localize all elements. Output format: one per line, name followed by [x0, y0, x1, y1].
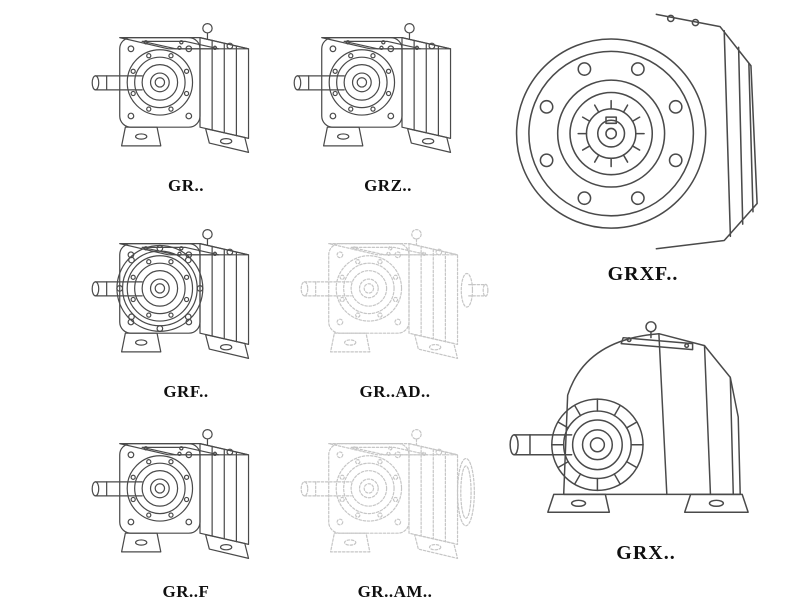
gear-unit-drawing-grz [290, 4, 486, 172]
model-label-gr: GR.. [168, 176, 204, 195]
model-label-grad: GR..AD.. [359, 382, 431, 401]
figure-grxf: GRXF.. [498, 2, 788, 286]
gear-unit-drawing-gr [88, 4, 284, 172]
model-label-grxf: GRXF.. [607, 263, 679, 285]
figure-grad: GR..AD.. [290, 210, 500, 402]
figure-gr: GR.. [86, 4, 286, 196]
gear-unit-drawing-grx [509, 321, 749, 513]
model-label-grz: GRZ.. [364, 176, 412, 195]
gear-unit-drawing-grad [297, 210, 493, 378]
model-label-gr-f: GR..F [162, 582, 210, 600]
model-label-gram: GR..AM.. [357, 582, 433, 600]
figure-grz: GRZ.. [288, 4, 488, 196]
gear-unit-drawing-gram [297, 410, 493, 578]
figure-grf: GRF.. [86, 210, 286, 402]
figure-grx: GRX.. [496, 300, 796, 565]
figure-gr-f: GR..F [86, 410, 286, 600]
figure-gram: GR..AM.. [290, 410, 500, 600]
gear-unit-drawing-gr-f [88, 410, 284, 578]
model-label-grx: GRX.. [616, 542, 676, 564]
gear-unit-drawing-grxf [515, 13, 758, 250]
gear-unit-drawing-grf [88, 210, 284, 378]
model-label-grf: GRF.. [163, 382, 209, 401]
